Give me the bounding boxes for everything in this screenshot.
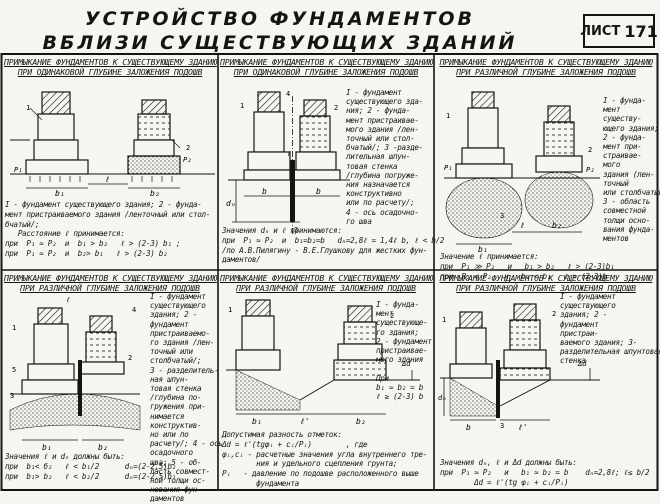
panel-5-notes: Допустимая разность отметок: Δd = ℓ'(tgφ… <box>222 430 428 488</box>
sheet-number-box: ЛИСТ 171 <box>580 14 658 48</box>
label-3: 3 <box>500 422 504 430</box>
label-b2: b₂ <box>552 221 562 230</box>
label-b1: b₁ <box>478 245 488 254</box>
existing-foundation <box>25 91 89 175</box>
panel-2-figure: dₙ b b ℓ 1 2 3 4 <box>226 90 350 236</box>
joint-base-zone <box>445 177 523 239</box>
label-P2: P₂ <box>586 166 594 174</box>
label-P1: P₁ <box>444 164 452 172</box>
label-4: 4 <box>286 90 290 98</box>
panel-5-legend: I - фунда- мент существующе- го здания; … <box>376 300 432 402</box>
label-dn: dₙ <box>438 394 446 402</box>
sheet-title-line-2: ВБЛИЗИ СУЩЕСТВУЮЩИХ ЗДАНИЙ <box>42 32 518 54</box>
label-3: 3 <box>294 226 298 234</box>
label-b1: b₁ <box>55 189 65 198</box>
label-delta-d: Δd <box>401 360 411 368</box>
new-foundation <box>333 305 387 381</box>
label-delta-d: Δd <box>577 360 587 368</box>
existing-foundation <box>21 307 79 395</box>
label-1: 1 <box>446 112 450 120</box>
label-1: 1 <box>12 324 16 332</box>
label-b2: b₂ <box>356 417 366 426</box>
label-P2: P₂ <box>183 156 191 164</box>
sheet-label: ЛИСТ <box>580 23 621 39</box>
label-2: 2 <box>588 146 592 154</box>
label-l-prime: ℓ' <box>518 423 528 432</box>
new-foundation <box>127 99 181 175</box>
panel-2-caption: ПРИМЫКАНИЕ ФУНДАМЕНТОВ К СУЩЕСТВУЮЩЕМУ З… <box>220 57 433 77</box>
new-foundation <box>293 99 341 181</box>
panel-2-notes: Значения dₙ и ℓ принимаются: при P₁ ≈ P₂… <box>222 226 445 265</box>
sheet-pile-wall <box>496 360 500 418</box>
panel-4-figure: b₁ b₂ ℓ 1 2 3 4 5 <box>9 296 141 452</box>
existing-foundation <box>235 299 281 371</box>
label-b-2: b <box>316 187 321 196</box>
label-b: b <box>466 423 471 432</box>
panel-5-caption: ПРИМЫКАНИЕ ФУНДАМЕНТОВ К СУЩЕСТВУЮЩЕМУ З… <box>220 273 433 293</box>
panel-4-caption: ПРИМЫКАНИЕ ФУНДАМЕНТОВ К СУЩЕСТВУЮЩЕМУ З… <box>4 273 217 293</box>
sheet-number: 171 <box>624 21 658 41</box>
label-b: b <box>262 187 267 196</box>
foundation-drawings: b₁ ℓ b₂ P₁ P₂ 1 2 <box>9 90 600 452</box>
panel-4-notes: Значения ℓ и dₙ должны быть: при b₁< б₂ … <box>5 452 176 481</box>
panel-3-notes: Значение ℓ принимается: при P₁ ≫ P₂ и b₁… <box>440 252 615 281</box>
existing-foundation <box>449 311 493 379</box>
panel-1-figure: b₁ ℓ b₂ P₁ P₂ 1 2 <box>10 91 215 198</box>
panel-2-legend: I - фундамент существующего зда- ния; 2 … <box>346 88 423 226</box>
label-l: ℓ <box>105 175 110 184</box>
joint-base-zone <box>9 393 141 431</box>
existing-foundation <box>455 91 513 179</box>
pressure-arrows <box>29 176 173 182</box>
label-b1: b₁ <box>42 443 52 452</box>
sheet-frame <box>0 53 659 491</box>
new-foundation <box>499 303 551 381</box>
label-l-prime: ℓ' <box>300 417 310 426</box>
existing-foundation <box>243 91 291 181</box>
panel-1-notes: I - фундамент существующего здания; 2 - … <box>5 200 211 258</box>
sheet-title-line-1: УСТРОЙСТВО ФУНДАМЕНТОВ <box>84 8 476 30</box>
label-l: ℓ <box>520 221 525 230</box>
sheet-pile-wall <box>290 160 295 222</box>
panel-1-caption: ПРИМЫКАНИЕ ФУНДАМЕНТОВ К СУЩЕСТВУЮЩЕМУ З… <box>4 57 217 77</box>
label-b1: b₁ <box>252 417 262 426</box>
label-1: 1 <box>442 316 446 324</box>
panel-3-legend: I - фунда- мент существу- ющего здания; … <box>603 96 660 244</box>
panel-6-figure: dₙ b ℓ' Δd 1 2 3 <box>438 303 600 432</box>
label-l: ℓ <box>287 150 291 158</box>
label-1: 1 <box>228 306 232 314</box>
panel-3-figure: b₁ ℓ b₂ 1 2 3 P₁ P₂ <box>444 91 600 254</box>
label-P1: P₁ <box>14 166 22 174</box>
label-2: 2 <box>186 144 190 152</box>
label-2: 2 <box>390 312 394 320</box>
panel-6-notes: Значения dₙ, ℓ и Δd должны быть: при P₁ … <box>440 458 650 487</box>
label-b2: b₂ <box>150 189 160 198</box>
panel-6-caption: ПРИМЫКАНИЕ ФУНДАМЕНТОВ К СУЩЕСТВУЮЩЕМУ З… <box>439 273 653 293</box>
label-3: 3 <box>10 392 14 400</box>
panel-5-figure: b₁ ℓ' b₂ Δd 1 2 <box>226 299 420 426</box>
label-2: 2 <box>552 310 556 318</box>
label-dn: dₙ <box>226 199 236 208</box>
label-2: 2 <box>128 354 132 362</box>
new-foundation <box>535 105 583 173</box>
label-3: 3 <box>500 212 504 220</box>
label-5: 5 <box>12 366 16 374</box>
new-foundation <box>79 315 125 375</box>
drawing-sheet: УСТРОЙСТВО ФУНДАМЕНТОВ ВБЛИЗИ СУЩЕСТВУЮЩ… <box>0 8 660 503</box>
label-l: ℓ <box>66 296 70 304</box>
label-4: 4 <box>132 306 136 314</box>
label-1: 1 <box>240 102 244 110</box>
panel-6-legend: I - фундамент существующего здания; 2 - … <box>560 292 660 366</box>
label-b2: b₂ <box>98 443 108 452</box>
label-2: 2 <box>334 104 338 112</box>
dimension-lines <box>26 183 180 189</box>
label-1: 1 <box>26 104 30 112</box>
sheet-pile-wall <box>78 360 82 416</box>
panel-3-caption: ПРИМЫКАНИЕ ФУНДАМЕНТОВ К СУЩЕСТВУЮЩЕМУ З… <box>439 57 653 77</box>
